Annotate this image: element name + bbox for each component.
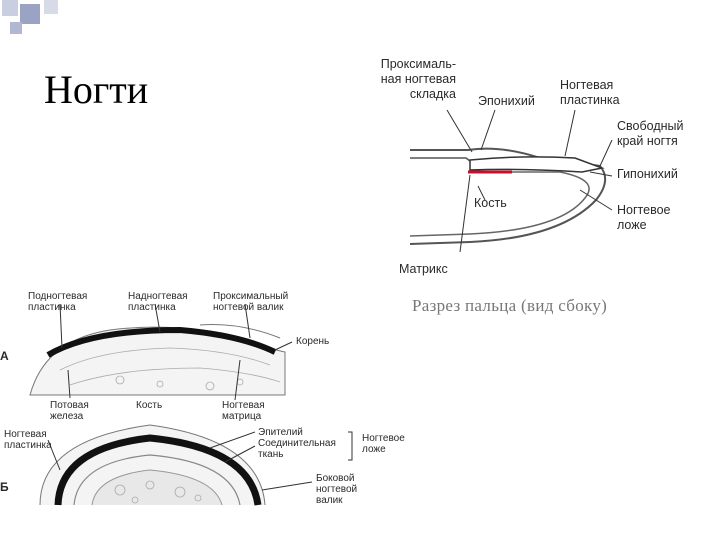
label-epithelium: Эпителий (258, 427, 303, 438)
label-nail-bed-section: Ногтевое ложе (362, 433, 405, 455)
label-proximal-roll: Проксимальный ногтевой валик (213, 291, 289, 313)
label-hyponychium: Гипонихий (617, 167, 678, 181)
label-bone-side: Кость (474, 196, 507, 210)
page-title: Ногти (44, 67, 149, 112)
label-proximal-fold: Проксималь- ная ногтевая складка (380, 57, 456, 101)
label-supranail-plate: Надногтевая пластинка (128, 291, 188, 313)
panel-a-section (29, 303, 293, 401)
label-bone-section: Кость (136, 400, 163, 411)
panel-b-section (39, 424, 353, 506)
label-nail-bed-side: Ногтевое ложе (617, 203, 671, 232)
label-sweat-gland: Потовая железа (50, 400, 89, 422)
label-nail-plate-section: Ногтевая пластинка (4, 429, 52, 451)
label-nail-plate: Ногтевая пластинка (560, 78, 620, 107)
panel-a-label: А (0, 349, 9, 363)
label-root: Корень (296, 336, 330, 347)
label-free-edge: Свободный край ногтя (617, 119, 684, 148)
label-nail-matrix: Ногтевая матрица (222, 400, 265, 422)
panel-b-label: Б (0, 480, 9, 494)
label-matrix: Матрикс (399, 262, 448, 276)
label-subnail-plate: Подногтевая пластинка (28, 291, 88, 313)
diagram-caption: Разрез пальца (вид сбоку) (412, 296, 608, 315)
label-eponychium: Эпонихий (478, 94, 535, 108)
label-lateral-roll: Боковой ногтевой валик (316, 473, 358, 506)
label-connective-tissue: Соединительная ткань (258, 438, 336, 460)
